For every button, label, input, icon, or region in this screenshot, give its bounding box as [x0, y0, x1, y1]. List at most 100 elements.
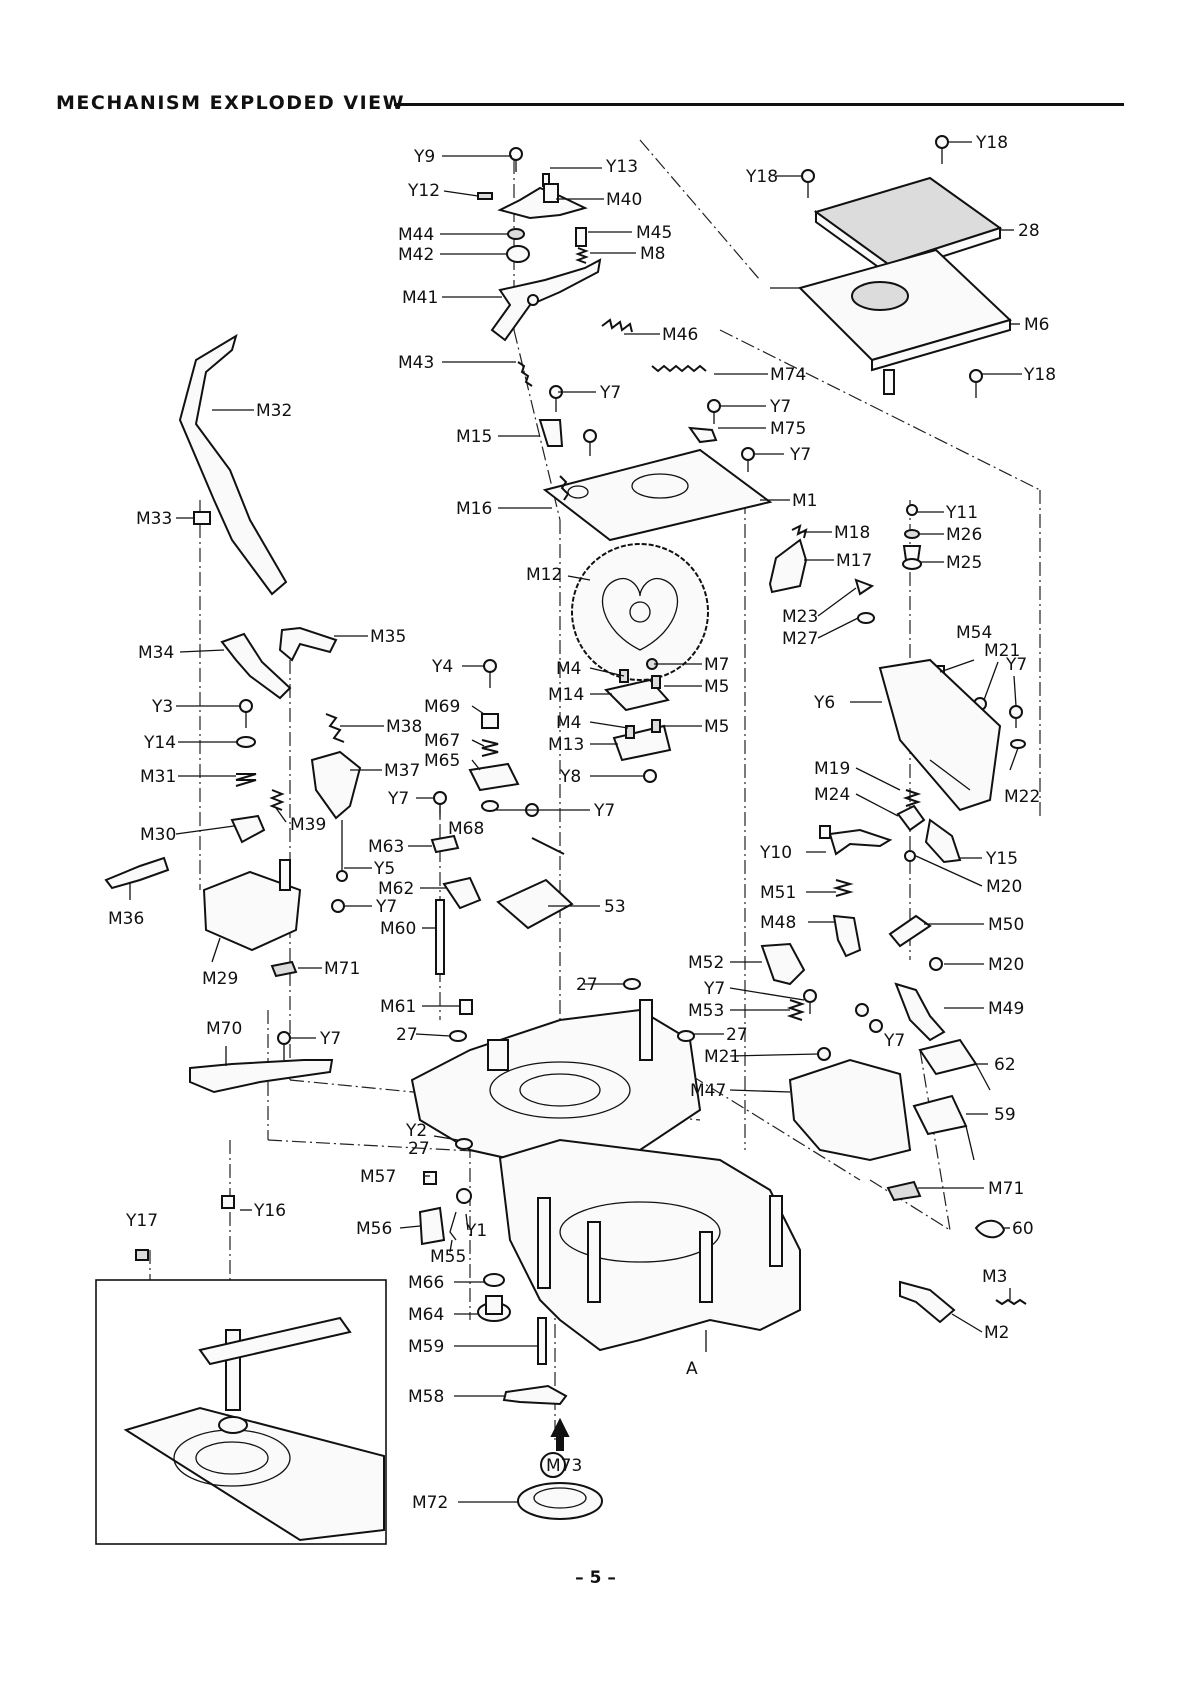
callout-m25: M25 — [946, 553, 982, 573]
callout-y5: Y5 — [373, 859, 395, 879]
callout-m75: M75 — [770, 419, 806, 439]
callout-m59: M59 — [408, 1337, 444, 1357]
part-m37-lever — [310, 750, 362, 820]
callout-62: 62 — [994, 1055, 1016, 1075]
callout-m71-b: M71 — [988, 1179, 1024, 1199]
callout-m43: M43 — [398, 353, 434, 373]
callout-m16: M16 — [456, 499, 492, 519]
callout-y7-a: Y7 — [599, 383, 621, 403]
part-53-bracket — [496, 803, 574, 930]
callout-m42: M42 — [398, 245, 434, 265]
callout-y10-b: M20 — [988, 955, 1024, 975]
callout-m58: M58 — [408, 1387, 444, 1407]
callout-y18-c: Y18 — [1023, 365, 1056, 385]
part-m42-roller — [506, 245, 530, 263]
callout-m34: M34 — [138, 643, 174, 663]
callout-m12: M12 — [526, 565, 562, 585]
callout-y17: Y17 — [125, 1211, 158, 1231]
part-m2-lever — [899, 1280, 956, 1324]
callout-m5-a: M5 — [704, 677, 729, 697]
callout-labels: Y9 Y13 Y12 M40 M44 M45 M42 M8 M41 M46 M4… — [108, 133, 1056, 1513]
part-y3-y14-m31-m30 — [230, 699, 266, 844]
callout-m3: M3 — [982, 1267, 1007, 1287]
page-title: MECHANISM EXPLODED VIEW — [56, 92, 406, 114]
callout-m71-a: M71 — [324, 959, 360, 979]
callout-y11: Y11 — [945, 503, 978, 523]
part-y8-screw — [643, 769, 657, 783]
part-28-pad — [813, 176, 1003, 276]
part-m40-bracket — [497, 183, 588, 220]
callout-y7-j: Y7 — [883, 1031, 905, 1051]
callout-m18: M18 — [834, 523, 870, 543]
callout-m69: M69 — [424, 697, 460, 717]
callout-27-b: 27 — [576, 975, 598, 995]
part-59-connector — [912, 1094, 975, 1161]
callout-m44: M44 — [398, 225, 434, 245]
part-m12-cam-gear — [571, 543, 709, 681]
part-y7-left-screw-2 — [277, 1031, 291, 1060]
callout-53: 53 — [604, 897, 626, 917]
part-m39-spring — [269, 789, 285, 811]
callout-m50: M50 — [988, 915, 1024, 935]
part-main-chassis — [410, 999, 702, 1172]
part-m53-spring — [786, 999, 806, 1021]
callout-m32: M32 — [256, 401, 292, 421]
part-m47-base — [788, 1058, 912, 1162]
callout-m22: M24 — [814, 785, 850, 805]
callout-y10-a: M20 — [986, 877, 1022, 897]
callout-m56: M56 — [356, 1219, 392, 1239]
callout-m54: A — [686, 1359, 698, 1379]
callout-m1: M1 — [792, 491, 817, 511]
callout-m35: M35 — [370, 627, 406, 647]
callout-59: 59 — [994, 1105, 1016, 1125]
callout-m23: M23 — [782, 607, 818, 627]
callout-m66: M66 — [408, 1273, 444, 1293]
callout-m68: M68 — [448, 819, 484, 839]
callout-m6: M6 — [1024, 315, 1049, 335]
callout-m48: M48 — [760, 913, 796, 933]
callout-m4-b: M4 — [556, 713, 581, 733]
callout-y13: Y13 — [605, 157, 638, 177]
part-a-arrow-m72: M73 — [517, 1417, 603, 1520]
callout-y7-i: Y7 — [703, 979, 725, 999]
part-y7-screws-upper — [549, 385, 755, 472]
part-m63-m62-m60-m61 — [430, 834, 482, 1015]
part-m38-spring — [325, 713, 345, 743]
part-m33-bushing — [193, 511, 211, 525]
page-number: – 5 – — [575, 1568, 616, 1588]
callout-m47: M47 — [690, 1081, 726, 1101]
callout-y7-h: Y7 — [1005, 655, 1027, 675]
callout-m5-b: M5 — [704, 717, 729, 737]
part-y4-m69-m67-m65 — [468, 659, 520, 792]
callout-m30: M30 — [140, 825, 176, 845]
callout-m29: M29 — [202, 969, 238, 989]
part-m16-spring — [559, 475, 570, 501]
part-m73-spring — [832, 879, 854, 897]
callout-y16: Y16 — [253, 1201, 286, 1221]
callout-m49: M49 — [988, 999, 1024, 1019]
part-m23-m27 — [854, 578, 875, 624]
callout-m64: M64 — [408, 1305, 444, 1325]
part-m6-plate — [798, 248, 1012, 395]
callout-m20: Y15 — [985, 849, 1018, 869]
part-y18-screws — [801, 135, 983, 398]
callout-m36: M36 — [108, 909, 144, 929]
callout-y4: Y4 — [431, 657, 453, 677]
callout-m40: M40 — [606, 190, 642, 210]
callout-28: 28 — [1018, 221, 1040, 241]
callout-y7-d: Y7 — [387, 789, 409, 809]
part-m71-pad-right — [886, 1180, 922, 1202]
callout-m31: M31 — [140, 767, 176, 787]
callout-27-c: 27 — [726, 1025, 748, 1045]
callout-m7: M7 — [704, 655, 729, 675]
part-60-clip — [974, 1219, 1006, 1239]
callout-m72: M72 — [412, 1493, 448, 1513]
callout-m26: M26 — [946, 525, 982, 545]
callout-m41: M41 — [402, 288, 438, 308]
view-a-inset — [95, 1279, 387, 1545]
callout-m57: M57 — [360, 1167, 396, 1187]
callout-y7-g: Y7 — [319, 1029, 341, 1049]
callout-m74: M74 — [770, 365, 806, 385]
